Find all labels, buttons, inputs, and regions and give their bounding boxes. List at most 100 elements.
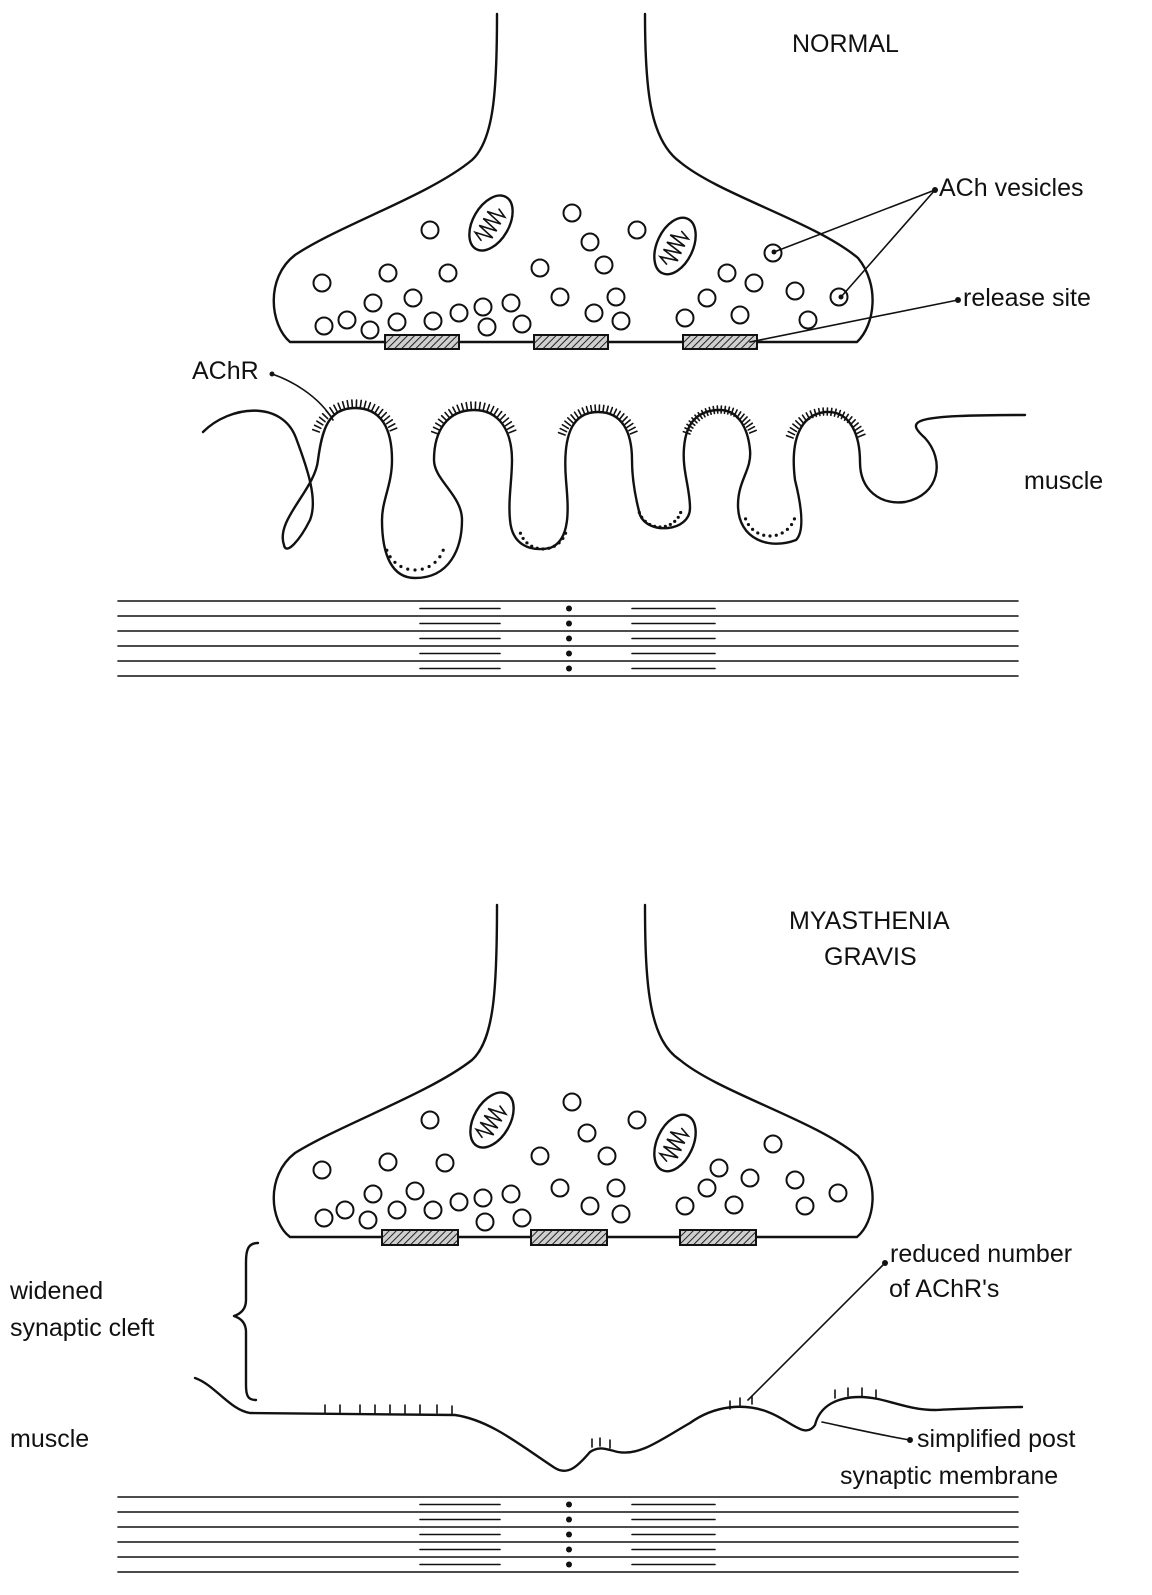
- ach-vesicle: [579, 1125, 596, 1142]
- achr-tick: [491, 407, 494, 413]
- ach-vesicle: [677, 1198, 694, 1215]
- achr-tick: [575, 412, 579, 418]
- ach-vesicle: [564, 1094, 581, 1111]
- fold-dot: [413, 568, 416, 571]
- achr-tick: [506, 422, 512, 426]
- achr-tick: [368, 403, 370, 410]
- ach-vesicle: [552, 289, 569, 306]
- label-simplified-membrane-line1: simplified post: [917, 1425, 1075, 1453]
- achr-tick: [565, 421, 571, 425]
- label-muscle-normal: muscle: [1024, 467, 1103, 495]
- release-site: [680, 1230, 756, 1245]
- ach-vesicle: [599, 1148, 616, 1165]
- ach-vesicle: [407, 1183, 424, 1200]
- ach-vesicle: [514, 1210, 531, 1227]
- ach-vesicle: [514, 316, 531, 333]
- ach-vesicle: [532, 260, 549, 277]
- achr-tick: [390, 428, 396, 431]
- label-release-site: release site: [963, 284, 1091, 312]
- achr-tick: [747, 423, 753, 427]
- fold-dot: [751, 528, 754, 531]
- achr-tick: [375, 407, 379, 413]
- fold-dot: [644, 520, 647, 523]
- achr-tick: [509, 430, 515, 433]
- ach-vesicle: [552, 1180, 569, 1197]
- ach-vesicle: [316, 1210, 333, 1227]
- achr-tick: [613, 409, 616, 415]
- ach-vesicle: [451, 1194, 468, 1211]
- fold-dot: [762, 534, 765, 537]
- ach-vesicle: [365, 295, 382, 312]
- ach-vesicle: [613, 1206, 630, 1223]
- release-sites-normal: [385, 335, 757, 349]
- ach-vesicle: [503, 295, 520, 312]
- achr-tick: [442, 416, 447, 421]
- mitochondrion: [646, 211, 704, 281]
- achr-tick: [740, 414, 744, 420]
- ach-vesicle: [586, 305, 603, 322]
- achr-tick: [497, 412, 501, 418]
- achr-tick: [742, 417, 747, 422]
- achr-tick: [748, 427, 754, 430]
- achr-tick: [317, 421, 323, 425]
- label-achr: AChR: [192, 357, 259, 385]
- ach-vesicle: [422, 222, 439, 239]
- myofibrils-mg: [118, 1497, 1018, 1572]
- ach-vesicle: [339, 312, 356, 329]
- mitochondrion: [460, 188, 521, 258]
- achr-tick: [432, 432, 439, 434]
- fold-dot: [385, 549, 388, 552]
- achr-tick: [439, 419, 445, 423]
- achr-tick: [364, 401, 366, 408]
- z-disc: [566, 1517, 572, 1523]
- release-site: [382, 1230, 458, 1245]
- z-disc: [566, 1532, 572, 1538]
- fold-dot: [781, 531, 784, 534]
- achr-tick: [838, 411, 840, 418]
- ach-vesicle: [787, 283, 804, 300]
- ach-vesicle: [582, 234, 599, 251]
- achr-tick: [466, 403, 467, 410]
- achr-tick: [384, 416, 389, 420]
- achr-tick: [387, 420, 393, 424]
- nerve-terminal-normal: [274, 14, 873, 342]
- achr-tick: [347, 401, 348, 408]
- achr-tick: [503, 418, 508, 422]
- achr-tick: [453, 407, 456, 413]
- achr-tick: [855, 427, 861, 431]
- ach-vesicle: [746, 275, 763, 292]
- achr-tick: [737, 412, 741, 418]
- achr-tick: [457, 405, 460, 411]
- fold-dot: [677, 516, 680, 519]
- panel-title-mg-line1: MYASTHENIA: [789, 907, 950, 935]
- z-disc: [566, 1562, 572, 1568]
- achr-tick: [343, 402, 345, 409]
- ach-vesicle: [437, 1155, 454, 1172]
- ach-vesicle: [830, 1185, 847, 1202]
- ach-vesicle: [425, 1202, 442, 1219]
- normal-panel: NORMAL ACh vesicles release site AChR mu…: [118, 14, 1103, 676]
- achr-tick: [622, 417, 627, 422]
- fold-dot: [547, 547, 550, 550]
- fold-dot: [541, 547, 544, 550]
- achr-tick: [606, 406, 608, 413]
- achr-tick: [831, 408, 832, 415]
- ach-vesicle: [582, 1198, 599, 1215]
- ach-vesicle: [613, 313, 630, 330]
- ach-vesicle: [405, 290, 422, 307]
- z-disc: [566, 1502, 572, 1508]
- achr-receptors-mg: [325, 1388, 876, 1448]
- fold-dot: [640, 516, 643, 519]
- ach-vesicle: [316, 318, 333, 335]
- ach-vesicle: [797, 1198, 814, 1215]
- achr-tick: [625, 420, 630, 424]
- achr-tick: [434, 427, 440, 430]
- ach-vesicle: [787, 1172, 804, 1189]
- release-site: [683, 335, 757, 349]
- z-disc: [566, 666, 572, 672]
- achr-tick: [834, 409, 836, 416]
- ach-vesicle: [425, 313, 442, 330]
- achr-tick: [617, 411, 621, 417]
- achr-tick: [381, 413, 386, 418]
- fold-dot: [793, 517, 796, 520]
